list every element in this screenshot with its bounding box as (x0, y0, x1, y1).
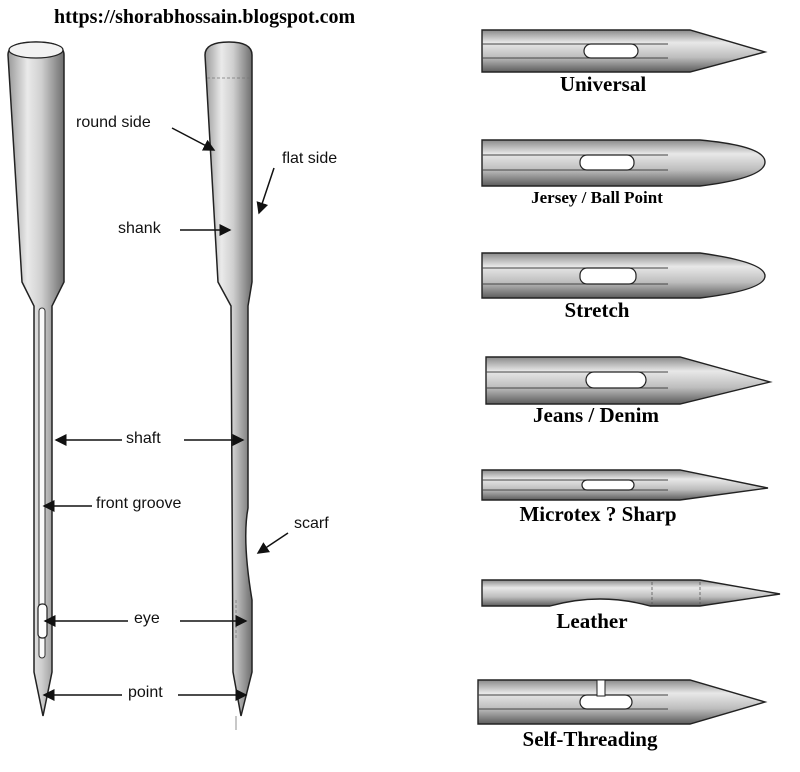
blog-url: https://shorabhossain.blogspot.com (54, 6, 356, 28)
label-scarf: scarf (294, 515, 329, 532)
anatomy-arrows (42, 127, 289, 701)
needle-type-microtex (481, 469, 769, 501)
label-flat-side: flat side (282, 150, 338, 167)
needle-type-jersey (481, 139, 766, 187)
title-jersey: Jersey / Ball Point (531, 188, 663, 207)
title-microtex: Microtex ? Sharp (519, 502, 677, 526)
title-universal: Universal (559, 72, 647, 96)
label-shaft: shaft (126, 430, 161, 447)
label-shank: shank (118, 220, 161, 237)
needle-side-view (204, 41, 253, 730)
title-jeans: Jeans / Denim (533, 403, 659, 427)
label-front-groove: front groove (96, 495, 182, 512)
label-point: point (128, 684, 163, 701)
needle-front-view (7, 41, 65, 717)
title-stretch: Stretch (564, 298, 630, 322)
needle-type-universal (481, 29, 768, 73)
label-eye: eye (134, 610, 160, 627)
title-self-threading: Self-Threading (522, 727, 658, 751)
needle-type-self-threading (477, 679, 768, 725)
needle-type-jeans (485, 356, 773, 405)
needle-type-stretch (481, 252, 766, 299)
title-leather: Leather (556, 609, 628, 633)
label-round-side: round side (76, 114, 151, 131)
needle-type-leather (481, 579, 781, 607)
